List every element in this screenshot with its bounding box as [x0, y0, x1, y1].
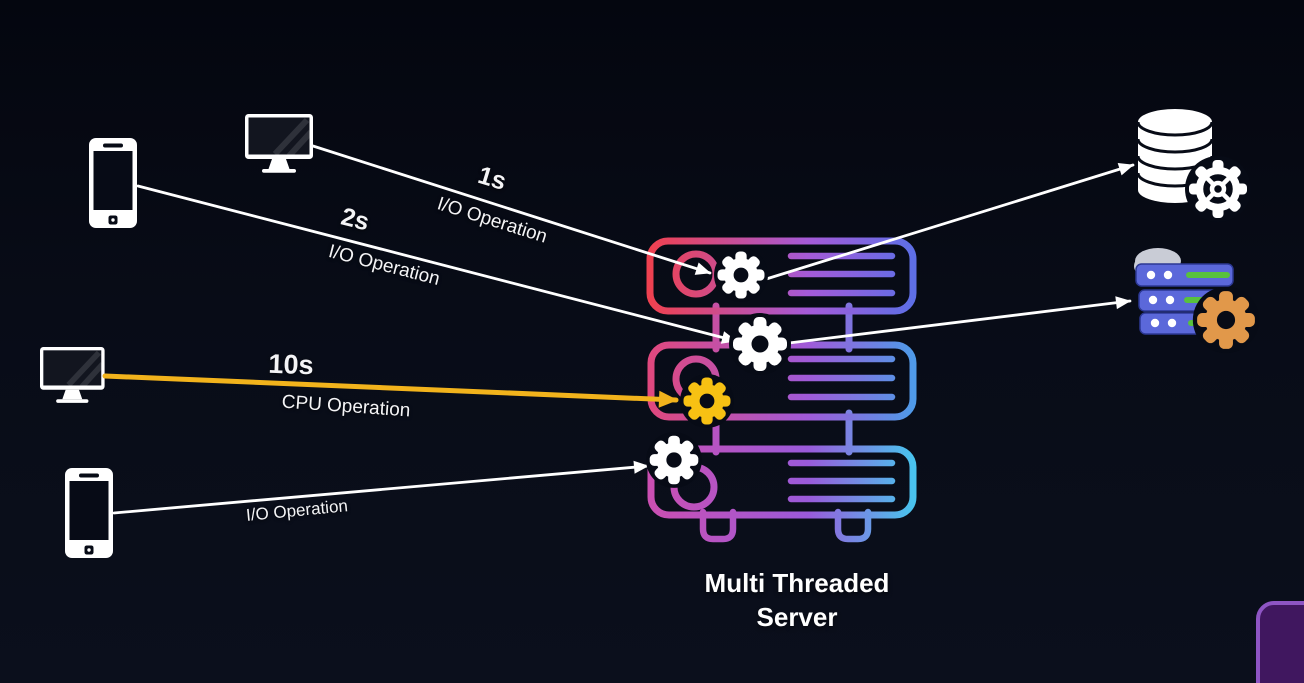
- server-bar-dots: [1146, 270, 1177, 328]
- smartphone-icon: [89, 138, 137, 228]
- corner-accent-shape: [1256, 601, 1304, 683]
- connection-line-io: [112, 460, 650, 515]
- database-gear-icon: [1185, 156, 1251, 222]
- server-rack-3: [647, 445, 917, 519]
- server-to-cloud-server-line: [787, 296, 1132, 345]
- server-foot: [699, 508, 737, 543]
- server-title-line-1: Multi Threaded: [704, 568, 890, 598]
- desktop-icon: [40, 347, 105, 403]
- connection-3-time-label: 10s: [267, 348, 315, 381]
- database-icon: [1136, 109, 1251, 222]
- server-title-line-2: Server: [756, 602, 838, 632]
- cloud-server-icon: [1134, 248, 1260, 354]
- desktop-icon: [245, 114, 313, 173]
- connection-line-1s-io: [311, 144, 712, 275]
- server-rack-1: [646, 237, 917, 315]
- cloud-server-gear-icon: [1192, 286, 1260, 354]
- connection-line-10s-cpu: [102, 373, 679, 408]
- cpu-busy-gear-icon: [680, 374, 734, 428]
- server-to-database-line: [761, 162, 1135, 282]
- thread-gear-icon: [714, 248, 768, 302]
- connection-line-2s-io: [136, 184, 738, 344]
- smartphone-icon: [65, 468, 113, 558]
- thread-gear-icon: [729, 313, 791, 375]
- server-title: Multi Threaded Server: [647, 566, 947, 634]
- server-foot: [834, 508, 872, 543]
- thread-gear-icon: [646, 432, 702, 488]
